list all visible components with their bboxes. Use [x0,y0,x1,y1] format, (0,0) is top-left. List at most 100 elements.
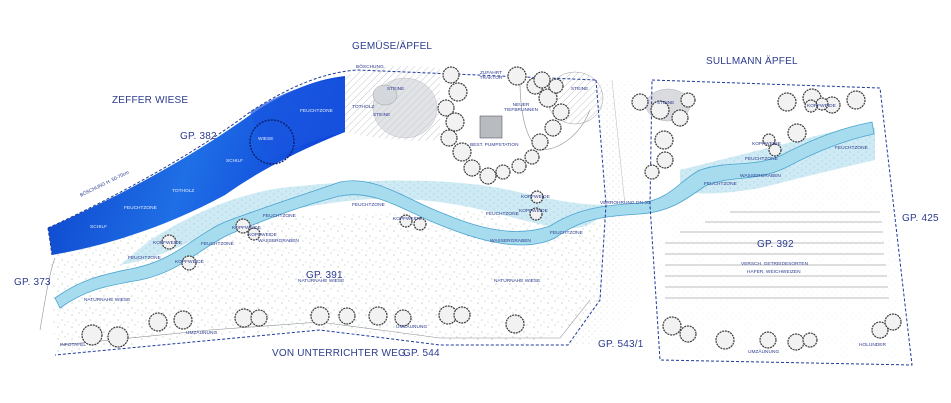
tree-icon [531,133,549,151]
tree-icon [479,167,497,185]
tree-icon [654,130,674,150]
tree-icon [533,71,551,89]
tree-icon [437,99,455,117]
path-gravel [568,80,650,345]
tree-icon [81,324,103,346]
reed-zone [48,76,345,255]
tree-icon [249,119,295,165]
tree-icon [759,331,777,349]
tree-icon [777,92,797,112]
tree-icon [507,66,527,86]
label-umzaeunung-3: UMZÄUNUNG [748,350,780,355]
tree-icon [524,149,540,165]
label-feuchtzone-5: FEUCHTZONE [201,242,234,247]
tree-icon [662,316,682,336]
tree-icon [181,255,197,271]
label-kopfweide-2: KOPFWEIDE [175,260,204,265]
label-kopfweide-6: KOPFWEIDE [521,195,550,200]
pump-station [479,115,503,139]
tree-icon [529,207,543,221]
tree-icon [804,99,818,113]
label-boeschung-top: BÖSCHUNG [356,65,384,70]
label-kopfweide-1: KOPFWEIDE [153,241,182,246]
tree-icon [650,100,670,120]
label-wassergraben-1: WASSERGRABEN [258,239,299,244]
tree-icon [656,151,674,169]
label-kopfweide-8: KOPFWEIDE [752,142,781,147]
label-feuchtzone-6: FEUCHTZONE [128,256,161,261]
tree-icon [338,307,356,325]
label-totholz-2: TOTHOLZ [352,105,375,110]
label-kopfweide-4: KOPFWEIDE [248,233,277,238]
label-gp391: GP. 391 [306,270,343,281]
trees [81,66,902,351]
tree-icon [538,88,558,108]
tree-icon [768,143,782,157]
label-gp425: GP. 425 [902,213,939,224]
grain-field-rows [665,211,889,299]
label-gp392: GP. 392 [757,239,794,250]
tree-icon [787,333,805,351]
label-feuchtzone-8: FEUCHTZONE [704,182,737,187]
label-steine-1: STEINE [373,113,391,118]
label-verrohrung: VERROHRUNG DN.30 [600,201,650,206]
label-feuchtzone-3: FEUCHTZONE [486,212,519,217]
tree-icon [173,310,193,330]
tree-icon [802,332,818,348]
tree-icon [235,218,251,234]
label-gemuese-apfel: GEMÜSE/ÄPFEL [352,41,433,52]
tree-icon [823,96,841,114]
tree-icon [234,308,254,328]
tree-icon [495,164,511,180]
label-getreide: VERSCH. GETREIDESORTEN [741,262,809,267]
label-gp544: GP. 544 [403,348,440,359]
tree-icon [448,82,468,102]
label-kopfweide-3: KOPFWEIDE [232,226,261,231]
label-tiefbrunnen: NEUER TIEFBRUNNEN [503,103,539,113]
tree-icon [247,227,261,241]
label-weg: VON UNTERRICHTER WEG [272,348,406,359]
label-holunder: HOLUNDER [859,343,886,348]
label-steine-3: STEINE [657,101,675,106]
label-wassergraben-3: WASSERGRABEN [740,174,781,179]
label-gp382: GP. 382 [180,131,217,142]
tree-icon [846,90,866,110]
deadwood-patch [345,66,440,141]
label-pumpstation: BEST. PUMPSTATION [470,143,519,148]
tree-icon [787,123,807,143]
tree-icon [445,112,465,132]
label-zufahrt: ZUFAHRT TRAKTOR [479,71,503,81]
label-totholz: TOTHOLZ [172,189,195,194]
tree-icon [368,306,388,326]
tree-icon [631,93,649,111]
tree-icon [679,325,697,343]
label-schilf-2: SCHILF [226,159,244,164]
meadow-gp392 [650,140,912,365]
label-feuchtzone-7: FEUCHTZONE [745,157,778,162]
label-kopfweide-7: KOPFWEIDE [519,209,548,214]
tree-icon [884,313,902,331]
label-sullmann-apfel: SULLMANN ÄPFEL [706,56,798,67]
tree-icon [148,312,168,332]
label-gp543: GP. 543/1 [598,339,644,350]
tree-icon [394,309,412,327]
label-feuchtzone-2: FEUCHTZONE [352,203,385,208]
tree-icon [453,306,471,324]
road-divider [611,79,626,206]
label-steine-2: STEINE [387,87,405,92]
label-naturnahe-wiese-2: NATURNAHE WIESE [298,279,345,284]
tree-icon [530,190,544,204]
label-kopfweide-9: KOPFWEIDE [807,104,836,109]
label-kopfweide-5: KOPFWEIDE [393,217,422,222]
tree-icon [161,234,177,250]
tree-icon [505,314,525,334]
tree-icon [413,217,427,231]
tree-icon [715,330,735,350]
label-feuchtzone-blue-2: FEUCHTZONE [300,109,333,114]
tree-icon [552,103,570,121]
label-naturnahe-wiese-3: NATURNAHE WIESE [494,279,541,284]
tree-icon [399,214,413,228]
label-steine-4: STEINE [571,87,589,92]
label-schilf-1: SCHILF [90,225,108,230]
